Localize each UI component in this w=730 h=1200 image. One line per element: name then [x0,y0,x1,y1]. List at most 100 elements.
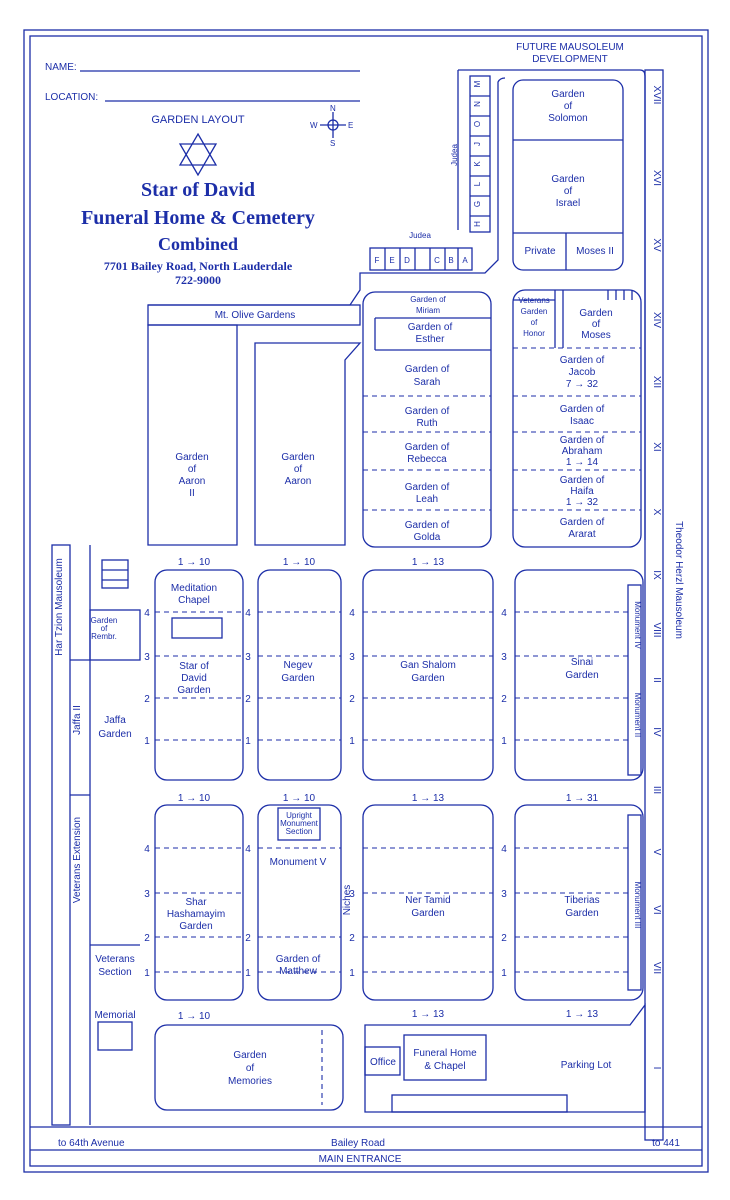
row-num-bot-3: 1 [144,968,150,979]
row-num-bot-12: 2 [501,933,507,944]
ararat-0: Garden of [560,517,605,528]
rembr-1: of [101,624,108,633]
ner-tamid-block[interactable] [362,804,494,1001]
abraham-2: 1 → 14 [566,457,599,468]
tiberias-block[interactable] [514,804,644,1001]
judea-row-letter-5: A [462,256,468,265]
monument-iv: Monument IV [633,601,642,649]
roman-6: X [651,509,662,516]
jaffa-0: Jaffa [104,715,126,726]
aaron-2: Aaron [285,476,312,487]
row-num-top-11: 1 [349,736,355,747]
title-line-2: Funeral Home & Cemetery [81,207,315,229]
title-line-3: Combined [158,234,238,254]
location-label: LOCATION: [45,92,98,103]
sarah-0: Garden of [405,364,450,375]
moses-0: Garden [579,308,612,319]
sinai-block[interactable] [514,569,644,781]
funeral-home-box[interactable] [403,1034,487,1081]
roman-13: VI [651,905,662,914]
range-8: 1 → 10 [178,1011,211,1022]
bailey-road-label: Bailey Road [331,1138,385,1149]
haifa-2: 1 → 32 [566,497,599,508]
west-strip [51,544,71,1126]
row-num-top-4: 4 [245,608,251,619]
meditation-1: Chapel [178,595,210,606]
rebecca-1: Rebecca [407,454,447,465]
negev-0: Negev [284,660,313,671]
aaron-ii-2: Aaron [179,476,206,487]
matthew-1: Matthew [279,966,318,977]
mt-olive-label: Mt. Olive Gardens [215,310,296,321]
jacob-2: 7 → 32 [566,379,599,390]
row-num-bot-7: 3 [349,889,355,900]
aaron-1: of [294,464,303,475]
moses-ii: Moses II [576,246,614,257]
garden-of-memories-block[interactable] [154,1024,344,1111]
fence-marks [607,290,633,300]
shar-2: Garden [179,921,212,932]
mt-olive-road[interactable] [147,304,361,326]
star-of-david-garden-block[interactable] [154,569,244,781]
rembr-2: Rembr. [91,632,117,641]
parking: Parking Lot [561,1060,612,1071]
main-entrance[interactable]: MAIN ENTRANCE [319,1154,402,1165]
gan-shalom-0: Gan Shalom [400,660,456,671]
matthew-block[interactable] [257,804,342,1001]
range-4: 1 → 10 [178,793,211,804]
compass-n: N [330,104,336,113]
har-tzion: Har Tzion Mausoleum [54,558,65,656]
garden-aaron[interactable] [254,342,362,546]
moses-1: of [592,319,601,330]
gan-shalom-block[interactable] [362,569,494,781]
upright-monument-box[interactable] [277,807,321,841]
row-num-top-3: 1 [144,736,150,747]
negev-block[interactable] [257,569,342,781]
star-garden-2: Garden [177,685,210,696]
row-num-top-14: 2 [501,694,507,705]
right-block[interactable] [512,289,642,548]
solomon-1: of [564,101,573,112]
row-num-bot-4: 4 [245,844,251,855]
shar-0: Shar [185,897,207,908]
upright-2: Section [286,827,313,836]
roman-3: XIV [651,312,662,328]
center-block[interactable] [362,291,492,548]
gan-shalom-1: Garden [411,673,444,684]
garden-of-rembr[interactable] [89,609,141,661]
judea-letter-0: M [473,80,482,87]
funeral-0: Funeral Home [413,1048,477,1059]
haifa-1: Haifa [570,486,594,497]
judea-row-letter-0: F [375,256,380,265]
niches: Niches [342,885,353,916]
name-label: NAME: [45,62,77,73]
golda-1: Golda [414,532,441,543]
row-num-top-2: 2 [144,694,150,705]
jaffa-1: Garden [98,729,131,740]
ner-tamid-0: Ner Tamid [405,895,450,906]
row-num-bot-2: 2 [144,933,150,944]
to-441: to 441 [652,1138,680,1149]
israel-1: of [564,186,573,197]
roman-0: XVII [651,86,662,105]
judea-letter-2: O [473,121,482,127]
phone: 722-9000 [175,273,221,287]
memorial-box[interactable] [97,1021,133,1051]
esther-0: Garden of [408,322,453,333]
judea-row-letter-2: D [404,256,410,265]
ner-tamid-1: Garden [411,908,444,919]
isaac-1: Isaac [570,416,594,427]
outer-frame [23,29,709,1173]
israel-0: Garden [551,174,584,185]
row-num-bot-8: 2 [349,933,355,944]
star-of-david-icon [178,132,218,177]
judea-row-letter-1: E [389,256,394,265]
garden-aaron-ii[interactable] [147,324,238,546]
office-box[interactable] [364,1046,401,1076]
haifa-0: Garden of [560,475,605,486]
row-num-top-10: 2 [349,694,355,705]
meditation-chapel-box[interactable] [171,617,223,639]
shar-block[interactable] [154,804,244,1001]
roman-12: V [651,849,662,856]
